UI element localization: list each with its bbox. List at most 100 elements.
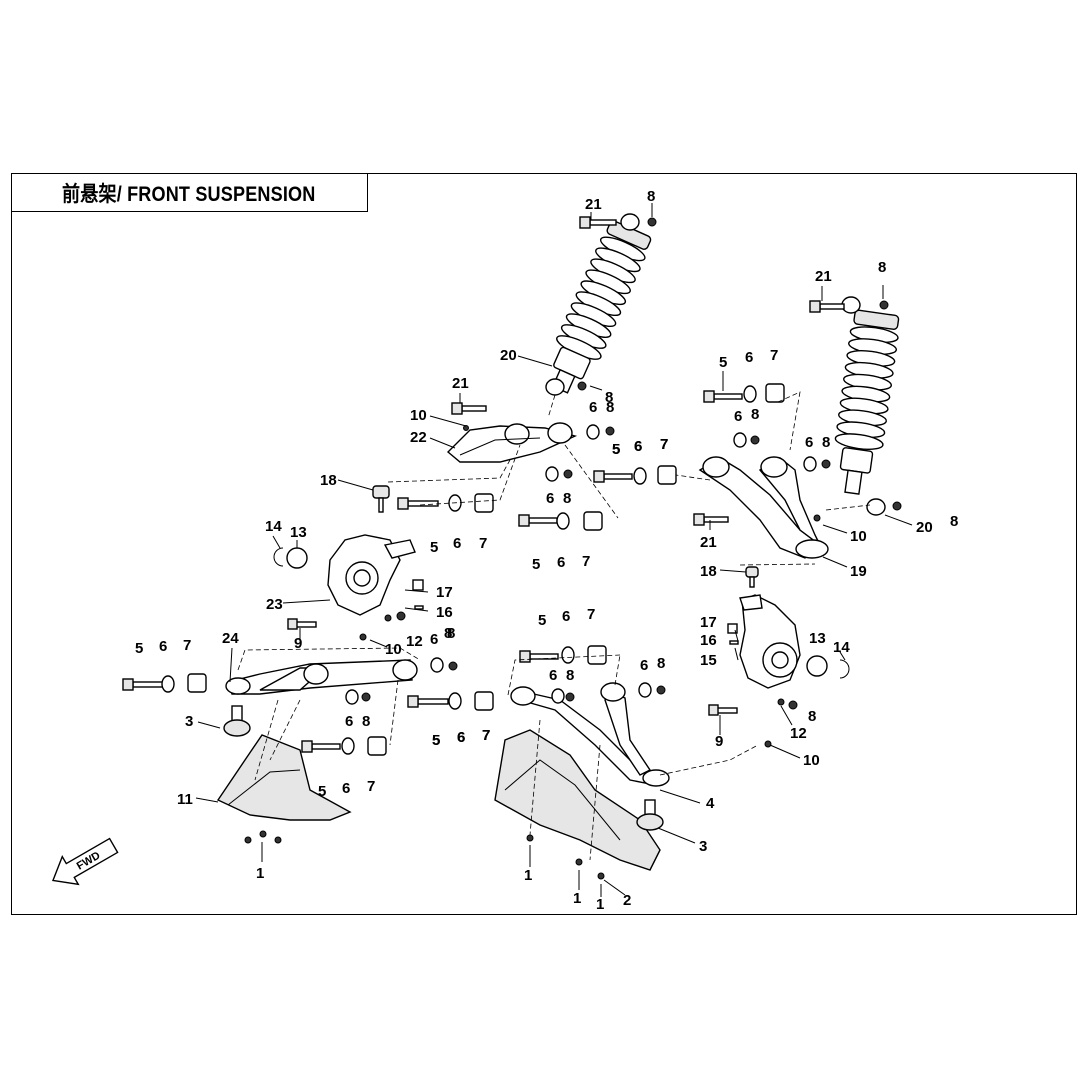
left-steering-knuckle bbox=[327, 534, 416, 616]
callout-8-i: 8 bbox=[657, 655, 665, 672]
callout-8-f: 8 bbox=[447, 625, 455, 642]
callout-6-r: 6 bbox=[805, 434, 813, 451]
callout-5-b: 5 bbox=[430, 539, 438, 556]
callout-7-j: 7 bbox=[660, 436, 668, 453]
left-upper-arm bbox=[446, 422, 578, 463]
callout-5-i: 5 bbox=[719, 354, 727, 371]
right-lower-arm bbox=[510, 682, 670, 787]
bolt-left-mid bbox=[518, 514, 558, 527]
callout-6-b: 6 bbox=[634, 438, 642, 455]
callout-6-q: 6 bbox=[634, 438, 642, 455]
callout-6-p: 6 bbox=[734, 408, 742, 425]
callout-8-k: 8 bbox=[822, 434, 830, 451]
callout-8-c: 8 bbox=[606, 399, 614, 416]
right-shock-absorber bbox=[834, 296, 900, 516]
callout-7-g: 7 bbox=[587, 606, 595, 623]
callout-5-g: 5 bbox=[538, 612, 546, 629]
callout-1-a: 1 bbox=[256, 865, 264, 882]
callout-14-a: 14 bbox=[265, 518, 282, 535]
callout-21-d: 21 bbox=[815, 268, 832, 285]
callout-2: 2 bbox=[623, 892, 631, 909]
callout-6-m: 6 bbox=[640, 657, 648, 674]
callout-6-k: 6 bbox=[562, 608, 570, 625]
callout-7-a: 7 bbox=[660, 436, 668, 453]
callout-6-e: 6 bbox=[557, 554, 565, 571]
left-lower-arm bbox=[225, 659, 418, 695]
page-title: 前悬架/ FRONT SUSPENSION bbox=[62, 182, 316, 206]
callout-7-h: 7 bbox=[482, 727, 490, 744]
callout-12-a: 12 bbox=[406, 633, 423, 650]
bolt-left-lower-c bbox=[301, 740, 341, 753]
callout-18-b: 18 bbox=[700, 563, 717, 580]
callout-16-a: 16 bbox=[436, 604, 453, 621]
right-ball-joint bbox=[636, 799, 664, 831]
callout-1-d: 1 bbox=[596, 896, 604, 913]
callout-21-c: 21 bbox=[700, 534, 717, 551]
callout-18-a: 18 bbox=[320, 472, 337, 489]
bolt-left-lower-a bbox=[122, 678, 164, 691]
callout-14-b: 14 bbox=[833, 639, 850, 656]
bolt-right-mid bbox=[593, 470, 633, 483]
callout-7-e: 7 bbox=[482, 727, 490, 744]
callout-3-b: 3 bbox=[699, 838, 707, 855]
callout-10-b: 10 bbox=[385, 641, 402, 658]
right-arm-guard bbox=[494, 729, 661, 871]
callout-4: 4 bbox=[706, 795, 715, 812]
right-steering-knuckle bbox=[739, 594, 801, 689]
callout-6-h: 6 bbox=[345, 713, 353, 730]
callout-10-c: 10 bbox=[850, 528, 867, 545]
callout-7-i: 7 bbox=[770, 347, 778, 364]
callout-8-l: 8 bbox=[878, 259, 886, 276]
callout-10-a: 10 bbox=[410, 407, 427, 424]
callout-8-h: 8 bbox=[566, 667, 574, 684]
callout-19: 19 bbox=[850, 563, 867, 580]
callout-17-b: 17 bbox=[700, 614, 717, 631]
left-shock-absorber bbox=[545, 213, 652, 396]
guard-screws bbox=[244, 830, 605, 880]
bolt-left-upper bbox=[397, 497, 439, 510]
callout-5-j: 5 bbox=[612, 441, 620, 458]
callout-21-a: 21 bbox=[585, 196, 602, 213]
callout-7-f: 7 bbox=[367, 778, 375, 795]
callout-10-d: 10 bbox=[803, 752, 820, 769]
callout-15: 15 bbox=[700, 652, 717, 669]
callout-12-b: 12 bbox=[790, 725, 807, 742]
left-ball-joint bbox=[223, 705, 251, 737]
callout-6-f: 6 bbox=[159, 638, 167, 655]
callout-5-a: 5 bbox=[612, 441, 620, 458]
callout-5-f: 5 bbox=[318, 783, 326, 800]
callout-5-c: 5 bbox=[532, 556, 540, 573]
callout-21-b: 21 bbox=[452, 375, 469, 392]
left-arm-guard bbox=[216, 734, 352, 821]
callout-8-b: 8 bbox=[605, 389, 613, 406]
callout-13-a: 13 bbox=[290, 524, 307, 541]
callout-17-a: 17 bbox=[436, 584, 453, 601]
callout-8-j: 8 bbox=[751, 406, 759, 423]
callout-8-a: 8 bbox=[647, 188, 655, 205]
callout-13-b: 13 bbox=[809, 630, 826, 647]
callout-8-e: 8 bbox=[444, 625, 452, 642]
leader-lines bbox=[195, 203, 913, 897]
callout-5-e: 5 bbox=[432, 732, 440, 749]
callout-9-a: 9 bbox=[294, 635, 302, 652]
bolt-right-lower bbox=[519, 650, 559, 663]
callout-7-d: 7 bbox=[183, 637, 191, 654]
callout-8-m: 8 bbox=[950, 513, 958, 530]
upper-ball-joints bbox=[372, 485, 759, 588]
callout-6-d: 6 bbox=[453, 535, 461, 552]
assembly-lines bbox=[237, 391, 871, 861]
small-parts bbox=[359, 425, 821, 748]
bushings bbox=[187, 383, 828, 756]
callout-1-c: 1 bbox=[573, 890, 581, 907]
hardware bbox=[122, 216, 902, 880]
callout-8-g: 8 bbox=[362, 713, 370, 730]
callout-3-a: 3 bbox=[185, 713, 193, 730]
callout-7-b: 7 bbox=[479, 535, 487, 552]
title-box: 前悬架/ FRONT SUSPENSION bbox=[12, 174, 368, 212]
callout-24: 24 bbox=[222, 630, 239, 647]
callout-6-n: 6 bbox=[457, 729, 465, 746]
callout-numbers: 21 8 20 8 21 10 22 6 8 5 6 7 6 8 18 5 6 … bbox=[135, 188, 958, 913]
fwd-arrow: FWD bbox=[51, 837, 119, 886]
callout-6-l: 6 bbox=[549, 667, 557, 684]
